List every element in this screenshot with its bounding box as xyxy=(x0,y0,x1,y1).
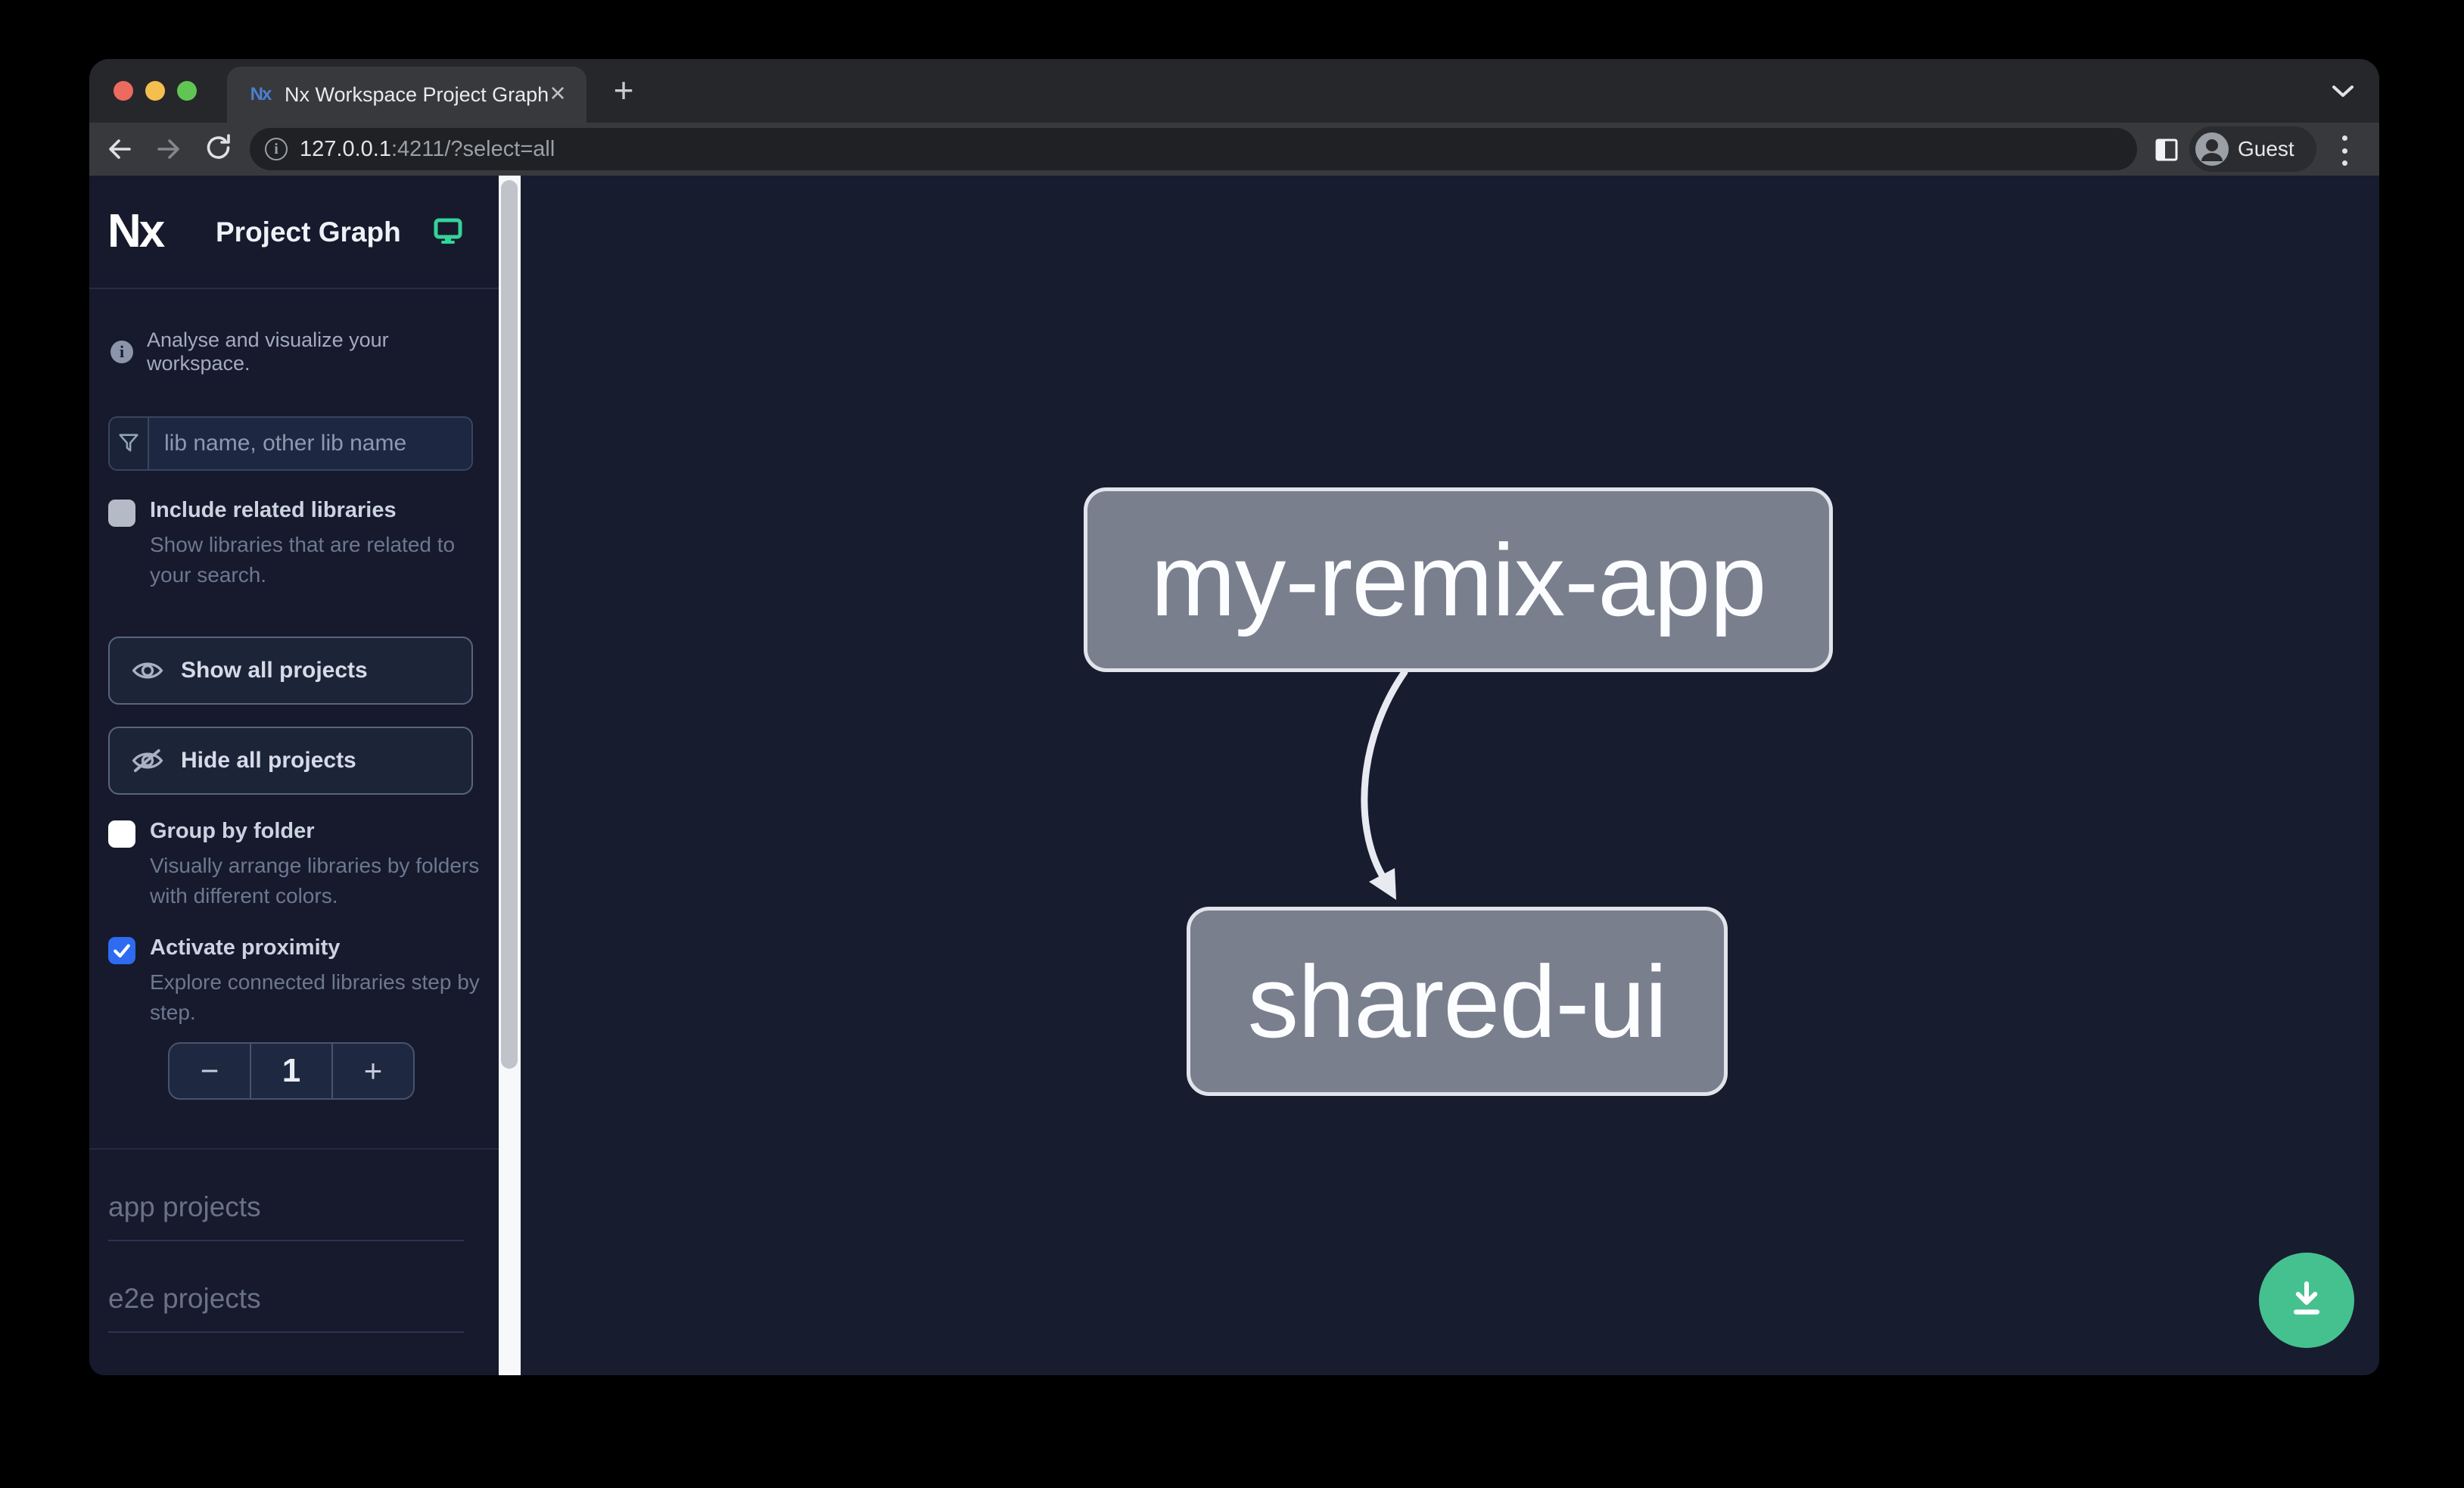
button-label: Show all projects xyxy=(181,658,368,683)
group-by-folder-checkbox[interactable] xyxy=(108,820,135,848)
show-all-projects-button[interactable]: Show all projects xyxy=(108,637,473,705)
graph-node-my-remix-app[interactable]: my-remix-app xyxy=(1084,487,1833,672)
sidebar-scrollbar xyxy=(499,176,521,1375)
stepper-value: 1 xyxy=(250,1044,333,1098)
url-host: 127.0.0.1 xyxy=(300,137,391,161)
option-label: Activate proximity xyxy=(150,935,341,960)
filter-box xyxy=(108,416,473,471)
sidebar: Nx Project Graph i Analyse and visualize… xyxy=(89,176,499,1375)
back-button[interactable] xyxy=(102,132,135,166)
profile-label: Guest xyxy=(2238,137,2294,160)
nx-logo: Nx xyxy=(107,205,165,257)
dependency-edge xyxy=(1361,668,1408,900)
window-close-button[interactable] xyxy=(114,81,133,101)
browser-window: Nx Nx Workspace Project Graph × + i 1 xyxy=(89,59,2379,1375)
option-description: Explore connected libraries step by step… xyxy=(150,970,480,1024)
monitor-icon xyxy=(434,218,462,249)
eye-icon xyxy=(131,657,164,684)
section-app-projects: app projects xyxy=(108,1191,481,1241)
tagline-text: Analyse and visualize your workspace. xyxy=(147,328,389,375)
new-tab-button[interactable]: + xyxy=(613,70,634,110)
minus-icon: − xyxy=(200,1053,219,1088)
profile-button[interactable]: Guest xyxy=(2189,126,2316,172)
page-title: Project Graph xyxy=(216,216,401,247)
plus-icon: + xyxy=(363,1053,383,1088)
nx-favicon-icon: Nx xyxy=(250,84,272,104)
url-text: 127.0.0.1:4211/?select=all xyxy=(300,128,555,170)
browser-menu-icon[interactable] xyxy=(2340,135,2349,166)
tab-title: Nx Workspace Project Graph xyxy=(285,83,549,106)
page-content: Nx Project Graph i Analyse and visualize… xyxy=(89,176,2379,1375)
tab-search-chevron-icon[interactable] xyxy=(2328,83,2358,104)
hide-all-projects-button[interactable]: Hide all projects xyxy=(108,727,473,795)
url-path: :4211/?select=all xyxy=(390,137,555,161)
download-icon xyxy=(2284,1276,2329,1325)
section-e2e-projects: e2e projects xyxy=(108,1283,481,1333)
filter-input[interactable] xyxy=(149,418,471,469)
browser-toolbar: i 127.0.0.1:4211/?select=all Guest xyxy=(89,123,2379,176)
option-label: Group by folder xyxy=(150,819,315,843)
option-label: Include related libraries xyxy=(150,498,397,522)
sidebar-header: Nx Project Graph xyxy=(89,176,499,289)
proximity-stepper: − 1 + xyxy=(168,1042,415,1100)
forward-button[interactable] xyxy=(153,132,186,166)
include-related-checkbox[interactable] xyxy=(108,500,135,527)
section-underline xyxy=(108,1331,464,1333)
tab-close-icon[interactable]: × xyxy=(549,77,566,108)
activate-proximity-checkbox[interactable] xyxy=(108,937,135,964)
window-zoom-button[interactable] xyxy=(177,81,197,101)
sidebar-divider xyxy=(89,1148,499,1150)
node-label: shared-ui xyxy=(1247,944,1668,1059)
guest-avatar-icon xyxy=(2195,132,2229,166)
reload-button[interactable] xyxy=(202,132,235,166)
info-icon: i xyxy=(110,341,133,363)
tagline-row: i Analyse and visualize your workspace. xyxy=(110,328,489,375)
graph-node-shared-ui[interactable]: shared-ui xyxy=(1187,907,1728,1096)
section-label: app projects xyxy=(108,1191,261,1222)
browser-tab[interactable]: Nx Nx Workspace Project Graph × xyxy=(227,67,586,123)
option-description: Show libraries that are related to your … xyxy=(150,533,456,587)
download-graph-button[interactable] xyxy=(2259,1253,2354,1348)
stepper-value-text: 1 xyxy=(282,1052,301,1089)
address-bar[interactable]: i 127.0.0.1:4211/?select=all xyxy=(250,128,2137,170)
scrollbar-thumb[interactable] xyxy=(501,180,518,1069)
window-minimize-button[interactable] xyxy=(145,81,165,101)
decrement-button[interactable]: − xyxy=(170,1044,250,1098)
site-info-icon[interactable]: i xyxy=(265,138,288,160)
increment-button[interactable]: + xyxy=(333,1044,413,1098)
tab-strip: Nx Nx Workspace Project Graph × + xyxy=(89,59,2379,123)
section-label: e2e projects xyxy=(108,1283,261,1314)
side-panel-icon[interactable] xyxy=(2149,132,2182,166)
project-graph-canvas[interactable]: my-remix-app shared-ui xyxy=(521,176,2379,1375)
eye-off-icon xyxy=(131,747,164,774)
filter-funnel-icon xyxy=(110,418,149,469)
section-underline xyxy=(108,1240,464,1241)
button-label: Hide all projects xyxy=(181,748,356,773)
node-label: my-remix-app xyxy=(1150,522,1766,637)
option-description: Visually arrange libraries by folders wi… xyxy=(150,854,480,907)
